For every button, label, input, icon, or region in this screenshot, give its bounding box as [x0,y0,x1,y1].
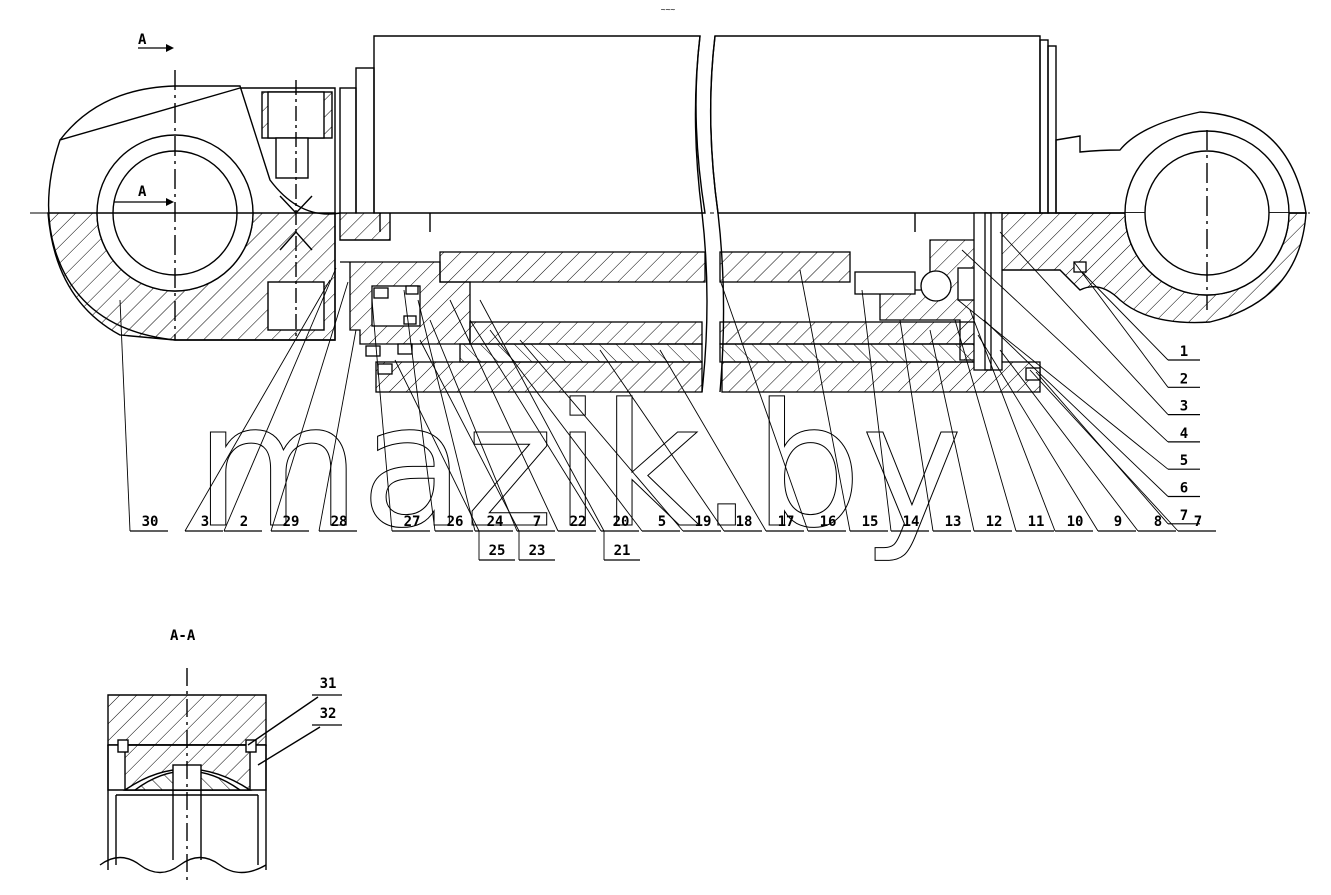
callout-bottom2-label: 21 [614,543,631,559]
callout-section-label: 31 [320,676,337,692]
callout-bottom-label: 7 [1194,514,1202,530]
callout-bottom-leader [1029,369,1179,532]
callout-bottom-leader [519,339,684,532]
callout-right-leader [961,249,1169,443]
callout-bottom-leader [489,329,643,532]
callout-bottom-leader [417,299,476,532]
callout-bottom-label: 2 [240,514,248,530]
callout-bottom-label: 14 [903,514,920,530]
section-mark-top: A [138,32,174,52]
callout-bottom-leader [449,299,559,532]
callout-bottom-label: 13 [945,514,962,530]
callout-bottom-label: 3 [201,514,209,530]
callout-bottom-label: 28 [331,514,348,530]
section-title: A-A [170,628,196,644]
callout-bottom-leader [659,349,767,532]
right-eye-mount [999,111,1307,324]
callout-bottom2-leader [394,359,480,532]
callout-bottom-label: 5 [658,514,666,530]
callout-bottom-leader [223,267,337,532]
break-line-left [694,35,708,393]
callout-right-label: 4 [1180,426,1188,442]
callout-bottom-leader [719,279,809,532]
callout-bottom-label: 22 [570,514,587,530]
callout-bottom-label: 16 [820,514,837,530]
callout-bottom-leader [429,319,518,532]
callout-bottom-leader [469,319,602,532]
svg-text:A: A [138,32,147,48]
callout-bottom-leader [899,319,934,532]
callout-bottom-label: 20 [613,514,630,530]
callout-right-label: 6 [1180,481,1188,497]
callout-right-leader [999,231,1169,415]
callout-bottom-label: 24 [487,514,504,530]
cylinder-section [340,212,1087,393]
callout-right-label: 7 [1180,508,1188,524]
callout-bottom-label: 12 [986,514,1003,530]
callout-bottom-leader [184,279,331,532]
callout-bottom-label: 29 [283,514,300,530]
callout-bottom-label: 7 [533,514,541,530]
callout-bottom-label: 8 [1154,514,1162,530]
header-mark: ~~~ [661,5,676,14]
cylinder-tube [373,35,1057,232]
callout-bottom-label: 11 [1028,514,1045,530]
callout-section-label: 32 [320,706,337,722]
left-flange [339,67,391,241]
callout-right-label: 3 [1180,399,1188,415]
left-eye-mount [47,70,341,341]
callout-bottom-label: 27 [404,514,421,530]
callout-bottom2-leader [479,299,605,532]
callout-bottom-leader [977,334,1099,532]
callout-bottom-leader [599,349,725,532]
callout-bottom-leader [954,319,1017,532]
break-line-right [709,35,725,393]
callout-bottom2-leader [419,339,520,532]
callout-bottom-leader [318,329,357,532]
callout-right-leader [1073,261,1169,388]
watermark: mazik.by [195,368,962,566]
callout-bottom-leader [929,329,975,532]
callout-bottom-leader [799,269,851,532]
callouts-section: 31 32 [312,676,342,726]
callout-bottom-leader [371,299,393,532]
callout-bottom-leader [999,349,1139,532]
callout-right-label: 2 [1180,371,1188,387]
svg-text:A: A [138,184,147,200]
callout-bottom-label: 30 [142,514,159,530]
callout-bottom-leader [969,309,1056,532]
callout-right-leader [983,319,1169,497]
section-mark-middle: A [114,184,174,206]
callout-bottom-leader [861,289,892,532]
callout-bottom-leader [119,299,131,532]
callout-bottom-label: 19 [695,514,712,530]
callout-right-label: 5 [1180,453,1188,469]
section-view [99,668,321,885]
callouts-bottom-row2: 25 23 21 [394,299,640,561]
callouts-right: 1 2 3 4 5 6 7 [957,231,1200,525]
callout-bottom2-label: 23 [529,543,546,559]
callout-bottom-label: 26 [447,514,464,530]
callout-bottom-label: 9 [1114,514,1122,530]
callout-bottom-label: 15 [862,514,879,530]
callout-bottom-label: 17 [778,514,795,530]
callout-bottom-label: 10 [1067,514,1084,530]
callout-bottom2-label: 25 [489,543,506,559]
callout-bottom-leader [270,281,349,532]
callout-right-leader [1081,271,1169,361]
callout-bottom-label: 18 [736,514,753,530]
callout-right-label: 1 [1180,344,1188,360]
